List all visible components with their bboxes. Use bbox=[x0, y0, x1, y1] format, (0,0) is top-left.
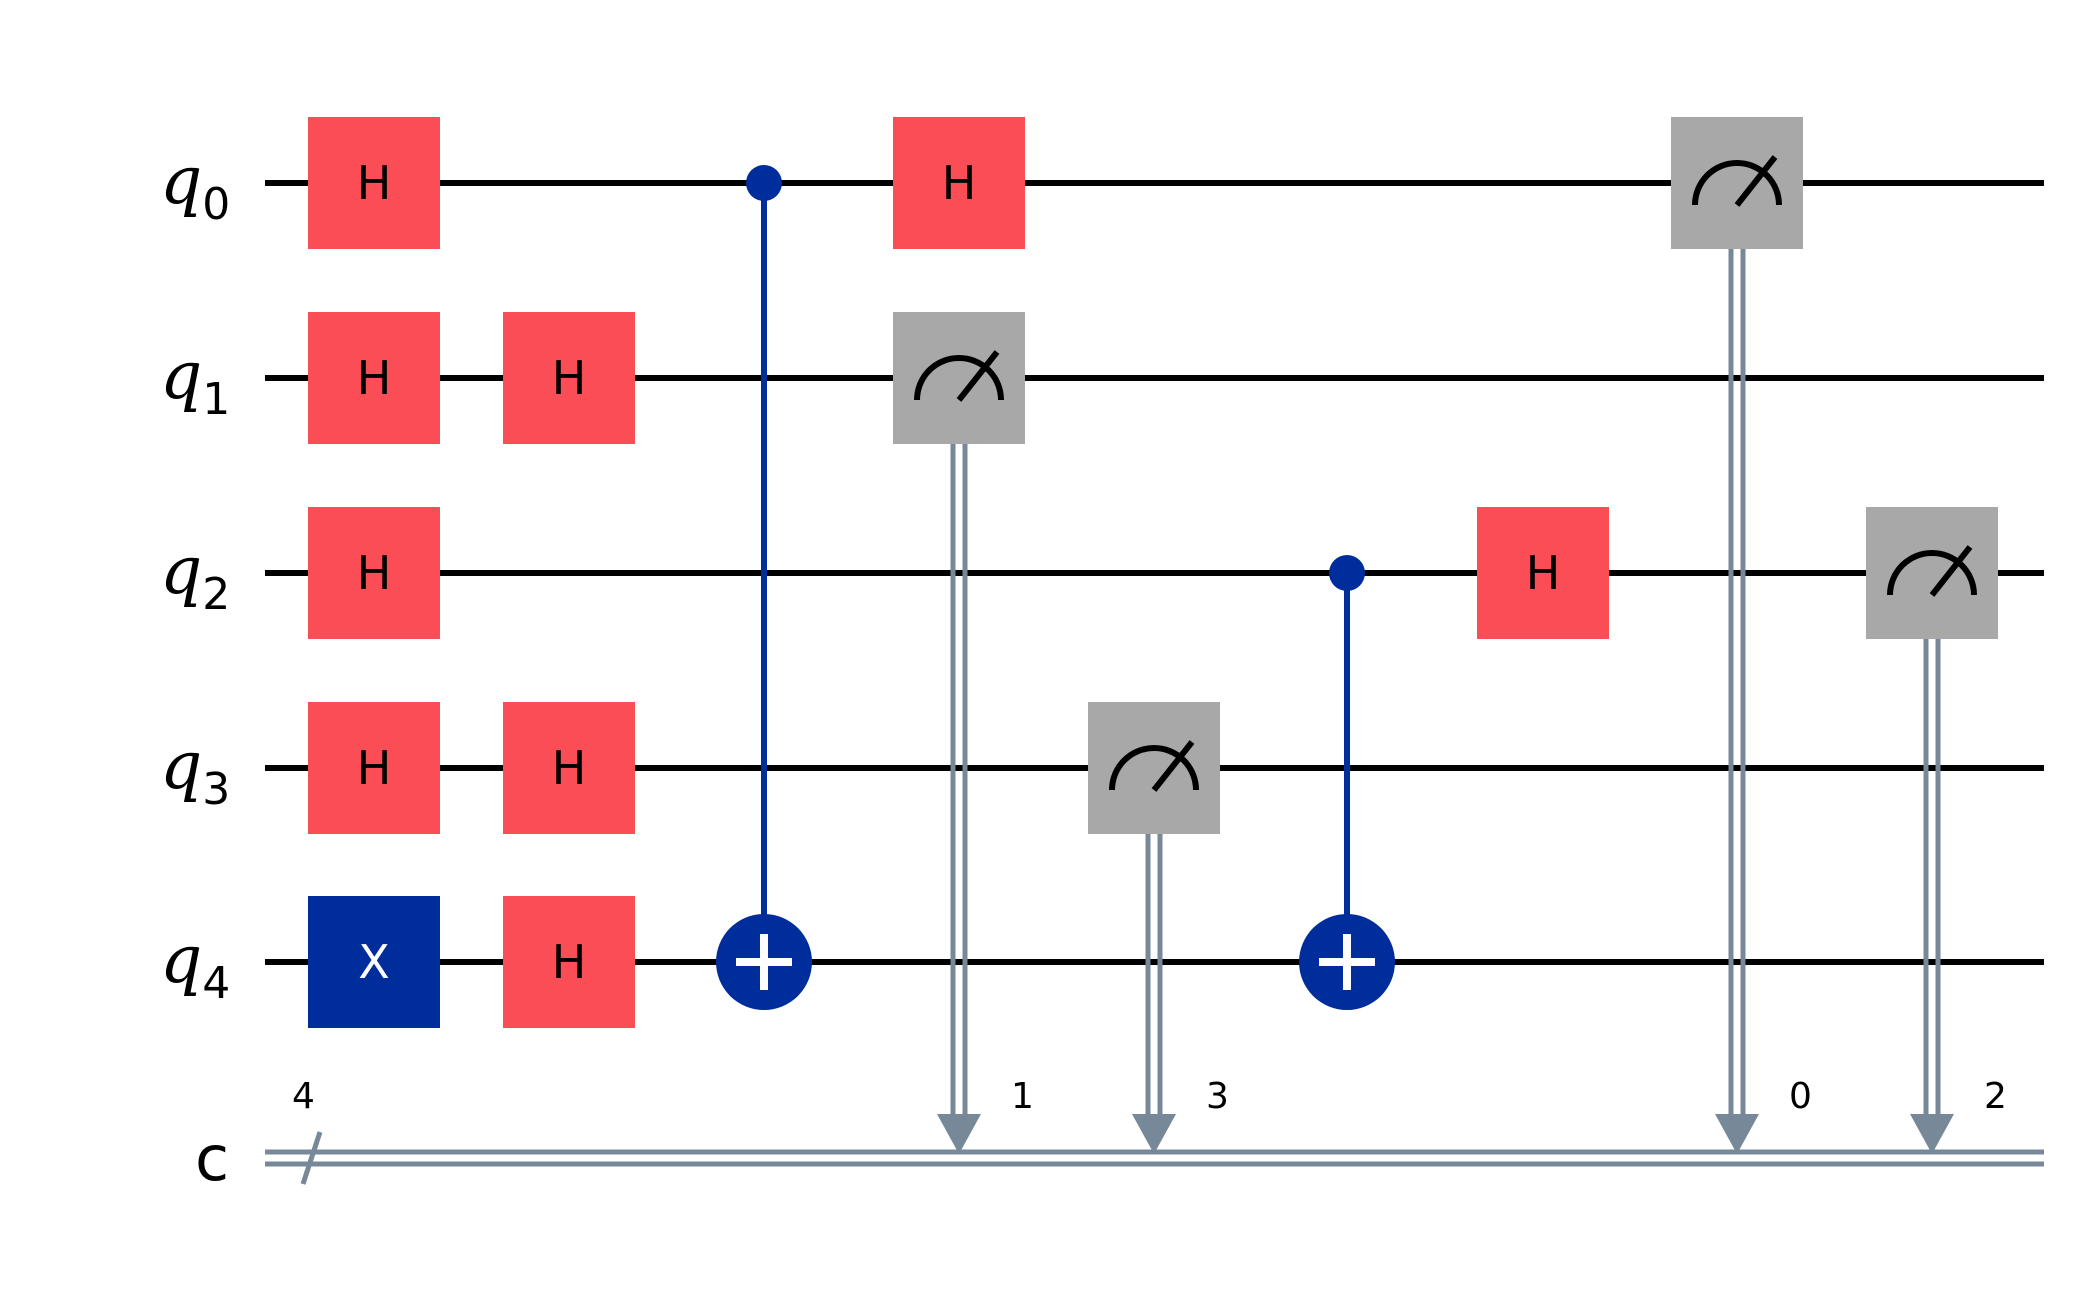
qubit-label-name: q bbox=[160, 727, 202, 804]
gate-box bbox=[308, 507, 440, 639]
measure-clbit-label: 2 bbox=[1984, 1076, 2007, 1117]
meter-needle bbox=[1929, 545, 1973, 597]
qubit-label-index: 1 bbox=[202, 374, 230, 425]
meter-arc bbox=[1692, 160, 1782, 206]
qubit-label-index: 2 bbox=[202, 569, 230, 620]
hadamard-gate-q3: H bbox=[308, 702, 440, 834]
measure-box bbox=[1866, 507, 1998, 639]
qubit-label-name: q bbox=[160, 142, 202, 219]
meter-icon bbox=[1109, 740, 1199, 792]
qubit-label-q4: q4 bbox=[160, 921, 230, 1009]
meter-arc bbox=[1887, 550, 1977, 596]
qubit-label-q0: q0 bbox=[160, 142, 230, 230]
measure-arrow bbox=[1715, 1114, 1759, 1154]
gate-label: H bbox=[357, 741, 392, 795]
hadamard-gate-q4: H bbox=[503, 896, 635, 1028]
meter-icon bbox=[914, 350, 1004, 402]
gate-box bbox=[503, 702, 635, 834]
gate-box bbox=[503, 896, 635, 1028]
classical-bus-slash bbox=[300, 1131, 323, 1185]
meter-arc bbox=[1109, 745, 1199, 791]
gates: H H H H X H H H H 1 3 H 0 2 bbox=[308, 117, 2007, 1154]
cnot-control-dot bbox=[1329, 555, 1365, 591]
measure-arrow bbox=[937, 1114, 981, 1154]
classical-register-label: c bbox=[195, 1122, 229, 1195]
gate-box bbox=[308, 702, 440, 834]
gate-label: H bbox=[942, 156, 977, 210]
qubit-label-index: 0 bbox=[202, 179, 230, 230]
gate-label: H bbox=[552, 741, 587, 795]
meter-needle bbox=[956, 350, 1000, 402]
meter-needle bbox=[1734, 155, 1778, 207]
cnot-gate-q0-q4 bbox=[716, 165, 812, 1010]
x-gate-q4: X bbox=[308, 896, 440, 1028]
meter-icon bbox=[1692, 155, 1782, 207]
measure-box bbox=[1671, 117, 1803, 249]
meter-needle bbox=[1151, 740, 1195, 792]
measure-gate-q2: 2 bbox=[1866, 507, 2007, 1154]
gate-label: H bbox=[357, 156, 392, 210]
measure-clbit-label: 3 bbox=[1206, 1076, 1229, 1117]
measure-gate-q0: 0 bbox=[1671, 117, 1812, 1154]
qubit-label-q3: q3 bbox=[160, 727, 230, 815]
measure-arrow bbox=[1910, 1114, 1954, 1154]
measure-clbit-label: 1 bbox=[1011, 1076, 1034, 1117]
hadamard-gate-q1: H bbox=[308, 312, 440, 444]
measure-box bbox=[1088, 702, 1220, 834]
qubit-label-index: 4 bbox=[202, 958, 230, 1009]
gate-label: H bbox=[552, 935, 587, 989]
gate-box bbox=[893, 117, 1025, 249]
measure-arrow bbox=[1132, 1114, 1176, 1154]
gate-label: H bbox=[1526, 546, 1561, 600]
qubit-label-name: q bbox=[160, 337, 202, 414]
gate-box bbox=[308, 896, 440, 1028]
hadamard-gate-q0: H bbox=[893, 117, 1025, 249]
gate-box bbox=[1477, 507, 1609, 639]
measure-gate-q3: 3 bbox=[1088, 702, 1229, 1154]
classical-register-size: 4 bbox=[292, 1076, 315, 1117]
meter-arc bbox=[914, 355, 1004, 401]
hadamard-gate-q2: H bbox=[308, 507, 440, 639]
qubit-label-q1: q1 bbox=[160, 337, 230, 425]
qubit-label-name: q bbox=[160, 921, 202, 998]
qubit-label-name: q bbox=[160, 532, 202, 609]
hadamard-gate-q1: H bbox=[503, 312, 635, 444]
measure-box bbox=[893, 312, 1025, 444]
cnot-control-dot bbox=[746, 165, 782, 201]
gate-box bbox=[308, 117, 440, 249]
gate-box bbox=[503, 312, 635, 444]
cnot-gate-q2-q4 bbox=[1299, 555, 1395, 1010]
meter-icon bbox=[1887, 545, 1977, 597]
hadamard-gate-q0: H bbox=[308, 117, 440, 249]
gate-label: X bbox=[358, 935, 390, 989]
hadamard-gate-q3: H bbox=[503, 702, 635, 834]
gate-label: H bbox=[357, 351, 392, 405]
qubit-label-q2: q2 bbox=[160, 532, 230, 620]
gate-box bbox=[308, 312, 440, 444]
measure-gate-q1: 1 bbox=[893, 312, 1034, 1154]
hadamard-gate-q2: H bbox=[1477, 507, 1609, 639]
gate-label: H bbox=[357, 546, 392, 600]
gate-label: H bbox=[552, 351, 587, 405]
qubit-label-index: 3 bbox=[202, 764, 230, 815]
measure-clbit-label: 0 bbox=[1789, 1076, 1812, 1117]
